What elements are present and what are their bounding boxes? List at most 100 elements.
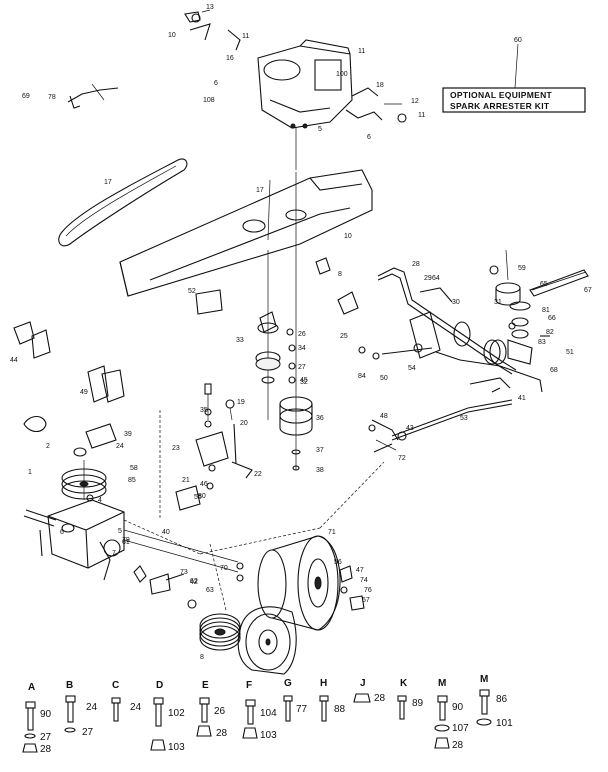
steering-linkage	[371, 267, 543, 441]
front-wheel	[237, 606, 297, 675]
callout: 5	[318, 126, 322, 133]
legend-part: 103	[168, 742, 185, 753]
legend-part: 28	[452, 740, 464, 751]
callout: 54	[408, 365, 416, 372]
legend-part: 101	[496, 718, 513, 729]
callout: 27	[298, 364, 306, 371]
legend-item-g: G 77	[283, 678, 308, 722]
legend-part: 104	[260, 708, 277, 719]
legend-letter: B	[66, 680, 73, 691]
callout: 65	[540, 281, 548, 288]
callout: 7	[112, 550, 116, 557]
legend-letter: D	[156, 680, 163, 691]
callout: 35	[200, 407, 208, 414]
callout: 38	[316, 467, 324, 474]
callout: 11	[418, 112, 425, 119]
callout: 17	[104, 179, 112, 186]
legend-part: 102	[168, 708, 185, 719]
callout: 20	[240, 420, 248, 427]
legend-part: 89	[412, 698, 424, 709]
legend-letter: C	[112, 680, 119, 691]
callout: 83	[538, 339, 546, 346]
legend-letter: J	[360, 678, 366, 689]
callout: 29	[424, 275, 432, 282]
callout: 40	[162, 529, 170, 536]
callout: 28	[412, 261, 420, 268]
callout: 48	[380, 413, 388, 420]
callout: 32	[300, 379, 308, 386]
legend-letter: G	[284, 678, 292, 689]
callout: 8	[200, 654, 204, 661]
callout: 74	[360, 577, 368, 584]
callout: 63	[206, 587, 214, 594]
wheel-hardware	[339, 565, 365, 611]
legend-item-f: F 104 103	[242, 680, 277, 741]
legend-part: 27	[82, 727, 94, 738]
callout: 42	[190, 579, 198, 586]
callout: 30	[452, 299, 460, 306]
rear-drive-pulley	[199, 613, 241, 651]
legend-item-e: E 26 28	[196, 680, 228, 739]
callout: 10	[168, 32, 176, 39]
callout: 64	[432, 275, 440, 282]
callout: 1	[28, 469, 32, 476]
callout: 46	[200, 481, 208, 488]
callout: 49	[80, 389, 88, 396]
assembly-guide-lines	[123, 410, 385, 611]
legend-item-m2: M 86 101	[476, 674, 513, 729]
callout: 56	[334, 559, 342, 566]
callout: 6	[214, 80, 218, 87]
legend-letter: E	[202, 680, 209, 691]
callout: 45	[300, 377, 308, 384]
callout: 17	[256, 187, 264, 194]
callout: 80	[198, 493, 206, 500]
callout: 18	[376, 82, 384, 89]
legend-item-m1: M 90 107 28	[434, 678, 469, 751]
callout: 66	[548, 315, 556, 322]
legend-letter: F	[246, 680, 252, 691]
callout: 100	[336, 71, 348, 78]
left-brackets	[13, 289, 223, 457]
hardware-legend: A 90 27 28 B 24 27 C 24 D	[22, 674, 513, 755]
legend-part: 103	[260, 730, 277, 741]
optional-equipment-line2: SPARK ARRESTER KIT	[450, 101, 550, 111]
callout: 39	[124, 431, 132, 438]
callout: 19	[237, 399, 245, 406]
legend-part: 26	[214, 706, 226, 717]
legend-item-a: A 90 27 28	[22, 682, 52, 755]
throttle-parts	[184, 9, 241, 51]
legend-part: 28	[40, 744, 52, 755]
legend-item-d: D 102 103	[150, 680, 185, 753]
steering-column	[489, 249, 589, 365]
callout: 33	[236, 337, 244, 344]
callout: 16	[226, 55, 234, 62]
legend-item-h: H 88	[319, 678, 346, 722]
callout: 61	[122, 539, 130, 546]
callout: 22	[254, 471, 262, 478]
callout: 53	[460, 415, 468, 422]
callout: 57	[362, 597, 370, 604]
callout: 68	[550, 367, 558, 374]
center-shaft-assembly	[255, 250, 313, 471]
right-small-parts	[259, 257, 550, 453]
callout: 8	[338, 271, 342, 278]
legend-part: 86	[496, 694, 508, 705]
callout: 25	[340, 333, 348, 340]
legend-letter: K	[400, 678, 408, 689]
callout: 11	[242, 33, 249, 40]
legend-item-b: B 24 27	[64, 680, 98, 738]
mower-frame	[119, 169, 373, 297]
callout: 72	[398, 455, 406, 462]
callout: 31	[494, 299, 502, 306]
legend-part: 28	[374, 693, 386, 704]
legend-part: 107	[452, 723, 469, 734]
lever-assembly	[175, 423, 253, 511]
transaxle-housing	[23, 499, 239, 581]
callout: 73	[180, 569, 188, 576]
callout: 47	[356, 567, 364, 574]
callout: 108	[203, 97, 215, 104]
callout: 55	[194, 494, 202, 501]
legend-item-k: K 89	[397, 678, 424, 720]
callout: 21	[182, 477, 190, 484]
